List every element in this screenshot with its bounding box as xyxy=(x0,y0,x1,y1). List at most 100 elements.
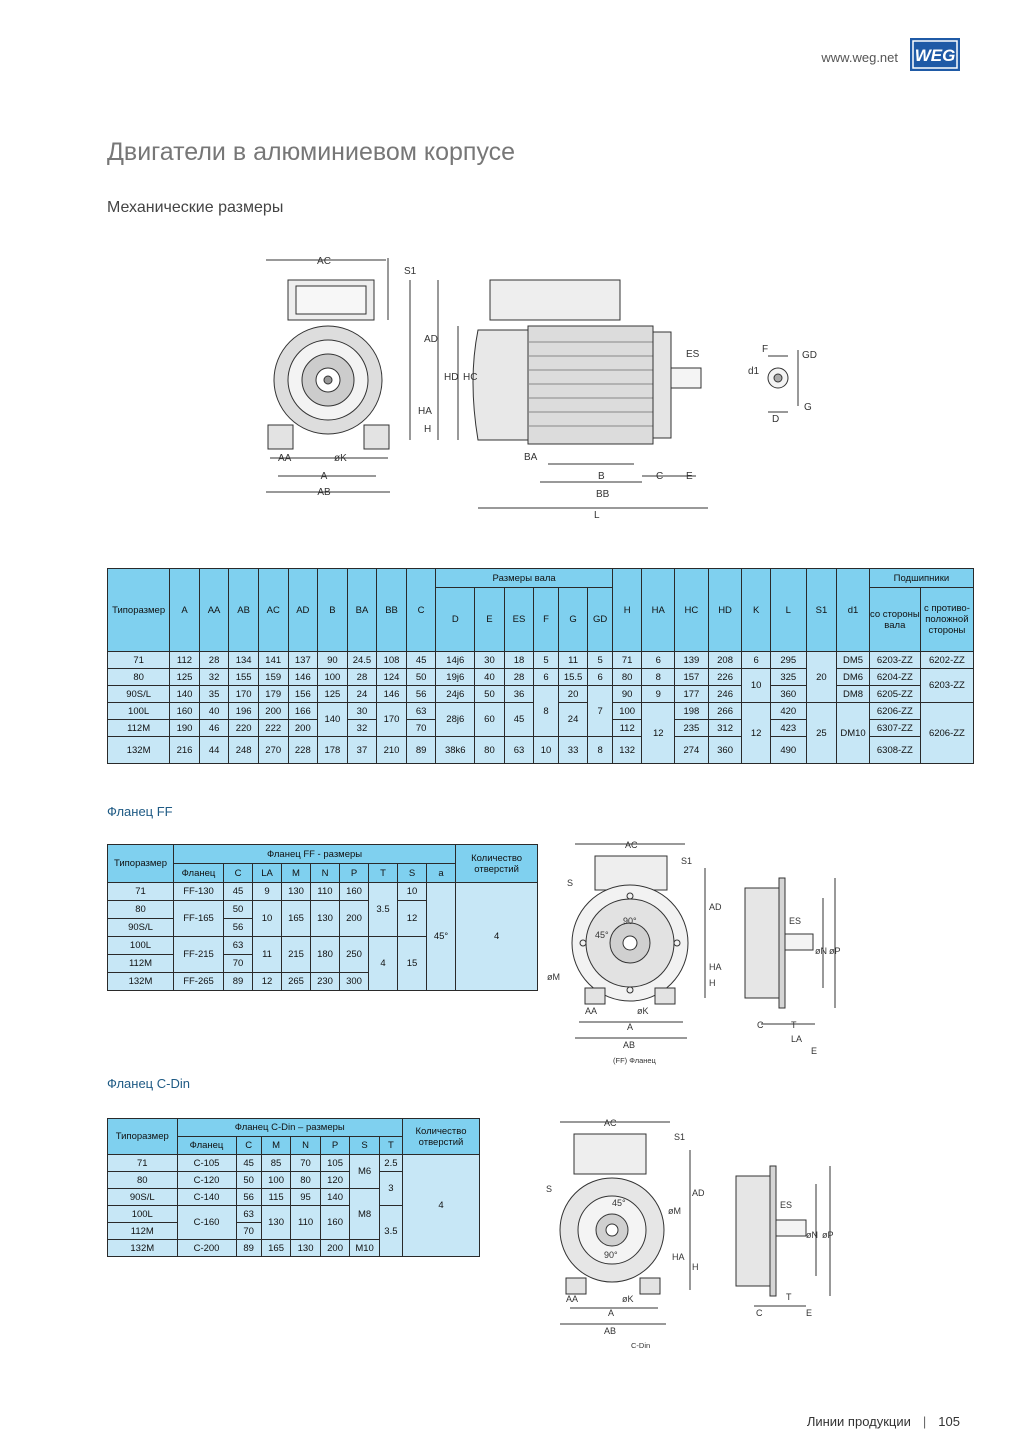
cell: 200 xyxy=(319,1239,351,1257)
cell: 137 xyxy=(287,651,319,669)
table-row: 90S/L C-140 56 115 95 140 M8 xyxy=(107,1188,480,1240)
logo-text: WEG xyxy=(915,46,956,65)
caption-ff: (FF) Фланец xyxy=(613,1056,656,1065)
cdin-lbl-ac: AC xyxy=(604,1118,617,1128)
cell: 180 xyxy=(310,936,340,973)
ff-lbl-a: A xyxy=(627,1022,633,1032)
cdin-lbl-t: T xyxy=(786,1292,792,1302)
cell: 178 xyxy=(317,736,348,764)
cell: 7 xyxy=(587,685,613,737)
cell: 228 xyxy=(287,736,319,764)
cell-frame: 132M xyxy=(107,972,174,991)
cell: 140 xyxy=(319,1188,351,1206)
cell: 24 xyxy=(346,685,378,703)
cell: 4 xyxy=(402,1154,480,1257)
th-frame: Типоразмер xyxy=(107,844,174,883)
header-url[interactable]: www.weg.net xyxy=(821,50,898,65)
th-cdin-group: Фланец C-Din – размеры xyxy=(176,1118,404,1137)
th-c: C xyxy=(405,568,437,652)
weg-logo: WEG xyxy=(910,38,960,71)
cdin-lbl-ad: AD xyxy=(692,1188,705,1198)
ff-lbl-h: H xyxy=(709,978,716,988)
cell: 63 xyxy=(235,1205,262,1223)
footer-label: Линии продукции xyxy=(806,1414,911,1429)
cell: 130 xyxy=(260,1205,292,1240)
cell: FF-215 xyxy=(173,936,224,973)
lbl-ac: AC xyxy=(317,256,331,267)
page-subtitle: Механические размеры xyxy=(107,199,284,216)
table-row: 132M 216 44 248 270 228 178 37 210 89 38… xyxy=(106,736,974,764)
cell: 3.5 xyxy=(368,882,398,937)
lbl-l: L xyxy=(594,510,600,520)
cell: 140 xyxy=(317,702,348,737)
cell: 3 xyxy=(378,1171,404,1206)
cell: 157 xyxy=(674,668,709,686)
cell: 134 xyxy=(228,651,259,669)
cell: 5 xyxy=(533,651,559,669)
cell: 235 xyxy=(674,719,709,737)
cell-frame: 80 xyxy=(107,1171,178,1189)
th-d: D xyxy=(435,587,476,652)
cell: 490 xyxy=(769,736,807,764)
table-row: 100L 160 40 196 200 166 140 30 170 63 28… xyxy=(106,702,975,764)
cell: M10 xyxy=(349,1239,380,1257)
page-number: 105 xyxy=(938,1414,960,1429)
cell: DM5 xyxy=(836,651,870,669)
th-bearing-nde: с противо-положной стороны xyxy=(919,587,975,652)
cell: 6206-ZZ xyxy=(919,702,975,764)
lbl-ha: HA xyxy=(418,406,432,417)
lbl-a: A xyxy=(321,471,328,482)
cell: 70 xyxy=(223,954,253,973)
cell: 4 xyxy=(455,882,539,991)
cdin-lbl-es: ES xyxy=(780,1200,792,1210)
cell: 6203-ZZ xyxy=(868,651,921,669)
cell: 250 xyxy=(339,936,369,973)
ff-side-view xyxy=(744,877,836,1025)
th-ba: BA xyxy=(346,568,378,652)
cell: 159 xyxy=(257,668,289,686)
cell: 112 xyxy=(611,719,643,737)
cell: 156 xyxy=(287,685,319,703)
table-row: 132M FF-265 89 12 265 230 300 xyxy=(107,972,538,991)
cdin-lbl-s1: S1 xyxy=(674,1132,685,1142)
cell: 63 xyxy=(405,702,437,720)
cell: 170 xyxy=(228,685,259,703)
ff-lbl-ha: HA xyxy=(709,962,722,972)
cell: 6205-ZZ xyxy=(868,685,921,703)
cell: 179 xyxy=(257,685,289,703)
lbl-hc: HC xyxy=(463,372,477,383)
cell: 300 xyxy=(339,972,369,991)
cell: 130 xyxy=(310,900,340,937)
caption-cdin: C-Din xyxy=(631,1341,651,1350)
lbl-hd: HD xyxy=(444,372,458,383)
cell: 198 xyxy=(674,702,709,720)
cdin-lbl-e: E xyxy=(806,1308,812,1318)
cell: 423 xyxy=(769,719,807,737)
table-row: 132M C-200 89 165 130 200 M10 xyxy=(107,1239,480,1257)
th-ac: AC xyxy=(257,568,289,652)
lbl-s1: S1 xyxy=(404,266,417,277)
cell: 63 xyxy=(503,736,535,764)
cell-frame: 71 xyxy=(107,1154,178,1172)
cell: 6 xyxy=(741,651,771,669)
th-s1: S1 xyxy=(805,568,838,652)
cell: 105 xyxy=(319,1154,351,1172)
cell-frame: 71 xyxy=(106,651,171,669)
th-hd: HD xyxy=(707,568,743,652)
th-gd: GD xyxy=(587,587,613,652)
cell: 24.5 xyxy=(346,651,378,669)
th-la: LA xyxy=(252,863,282,883)
ff-flange-drawing: AC S1 S AD 90° 45° øM HA H AA øK A AB ES… xyxy=(547,840,841,1056)
cell-frame: 71 xyxy=(107,882,174,901)
cell: 25 xyxy=(805,702,838,764)
cell: 165 xyxy=(260,1239,292,1257)
cell: 215 xyxy=(281,936,311,973)
lbl-es: ES xyxy=(686,349,700,360)
cell: 325 xyxy=(769,668,807,686)
cell-frame: 112M xyxy=(107,1222,178,1240)
cell: 100 xyxy=(611,702,643,720)
table-row: 112M 190 46 220 222 200 32 70 112 235 31… xyxy=(106,719,974,737)
cell: 35 xyxy=(198,685,230,703)
table-row: 80 C-120 50 100 80 120 3 xyxy=(107,1171,480,1206)
front-view xyxy=(266,258,411,493)
